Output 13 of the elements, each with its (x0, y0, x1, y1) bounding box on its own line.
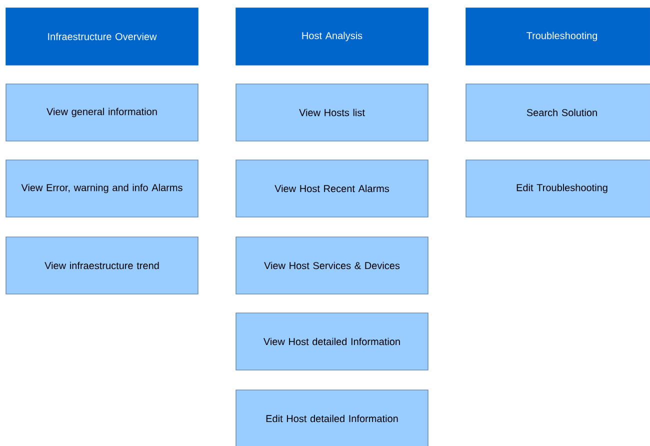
process-box: View Host detailed Information (236, 312, 428, 370)
process-box: Edit Host detailed Information (236, 390, 428, 446)
process-box: View Host Recent Alarms (236, 160, 428, 218)
process-box: View Hosts list (236, 84, 428, 142)
process-box: View general information (6, 84, 198, 142)
header-box: Troubleshooting (466, 8, 650, 66)
process-box: Edit Troubleshooting (466, 160, 650, 218)
header-box: Host Analysis (236, 8, 428, 66)
process-box: View Error, warning and info Alarms (6, 160, 198, 218)
process-box: Search Solution (466, 84, 650, 142)
process-box: View Host Services & Devices (236, 236, 428, 294)
header-box: Infraestructure Overview (6, 8, 198, 66)
process-box: View infraestructure trend (6, 236, 198, 294)
